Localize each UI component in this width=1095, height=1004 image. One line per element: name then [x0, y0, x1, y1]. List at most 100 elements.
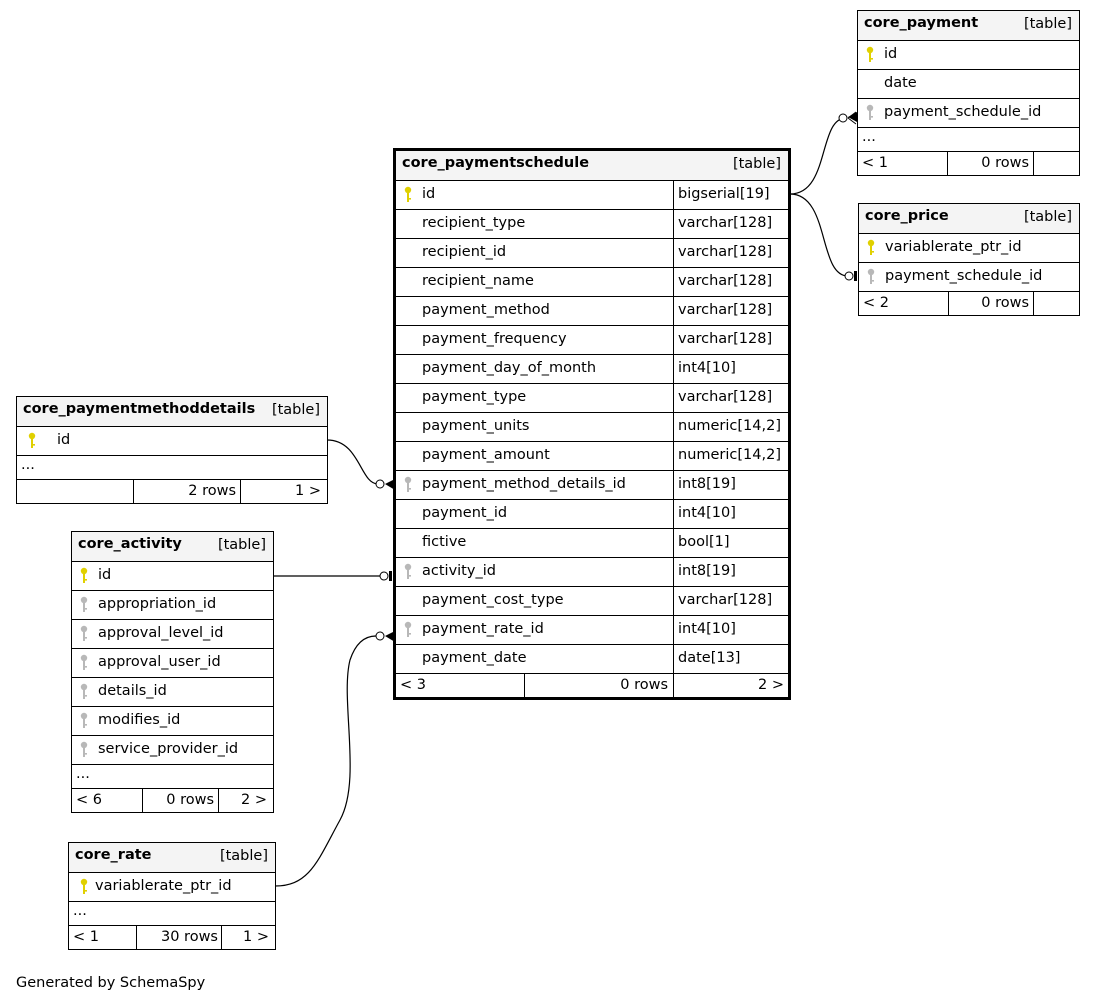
- column-name: details_id: [98, 683, 167, 699]
- children-count[interactable]: 1 >: [295, 483, 321, 499]
- column-name: payment_schedule_id: [884, 104, 1042, 120]
- relation-rate-to-schedule: [274, 635, 377, 887]
- foreign-key-icon: [866, 104, 874, 120]
- children-count[interactable]: 2 >: [241, 792, 267, 808]
- column-row: variablerate_ptr_id: [69, 872, 275, 901]
- table-core-price[interactable]: core_price [table] variablerate_ptr_id p…: [858, 203, 1080, 316]
- zero-or-many-marker: [375, 479, 385, 489]
- parents-count[interactable]: < 1: [73, 929, 99, 945]
- table-name[interactable]: core_payment: [864, 15, 979, 31]
- primary-key-icon: [404, 186, 412, 202]
- row-count: 0 rows: [166, 792, 214, 808]
- foreign-key-icon: [80, 625, 88, 641]
- column-name: payment_rate_id: [422, 621, 544, 637]
- column-type: varchar[128]: [678, 592, 773, 608]
- foreign-key-icon: [80, 683, 88, 699]
- table-name[interactable]: core_activity: [78, 536, 182, 552]
- table-name[interactable]: core_price: [865, 208, 949, 224]
- column-name: payment_units: [422, 418, 530, 434]
- primary-key-icon: [28, 432, 36, 448]
- zero-or-many-marker: [375, 631, 385, 641]
- column-row: id: [17, 426, 327, 455]
- more-columns: ...: [858, 127, 1079, 151]
- column-name: modifies_id: [98, 712, 181, 728]
- column-type: int4[10]: [678, 505, 736, 521]
- column-type: int4[10]: [678, 360, 736, 376]
- parents-count[interactable]: < 2: [863, 295, 889, 311]
- foreign-key-icon: [80, 596, 88, 612]
- column-name: payment_method: [422, 302, 550, 318]
- table-type: [table]: [1023, 16, 1072, 32]
- row-count: 0 rows: [981, 155, 1029, 171]
- table-header: core_paymentmethoddetails [table]: [17, 397, 327, 426]
- primary-key-icon: [80, 567, 88, 583]
- zero-or-one-marker: [844, 271, 854, 281]
- column-name: id: [422, 186, 436, 202]
- foreign-key-icon: [404, 563, 412, 579]
- column-row: date: [858, 69, 1079, 98]
- column-name: date: [884, 75, 917, 91]
- column-name: payment_date: [422, 650, 527, 666]
- column-name: approval_user_id: [98, 654, 221, 670]
- column-type: varchar[128]: [678, 331, 773, 347]
- row-count: 30 rows: [161, 929, 218, 945]
- table-type: [table]: [732, 156, 781, 172]
- row-count: 0 rows: [620, 677, 668, 693]
- table-name[interactable]: core_paymentmethoddetails: [23, 401, 256, 417]
- table-core-payment[interactable]: core_payment [table] id date payment_sch…: [857, 10, 1080, 176]
- column-row: payment_method varchar[128]: [396, 296, 788, 325]
- column-type: varchar[128]: [678, 302, 773, 318]
- column-row: id: [72, 561, 273, 590]
- table-core-rate[interactable]: core_rate [table] variablerate_ptr_id ..…: [68, 842, 276, 950]
- foreign-key-icon: [867, 268, 875, 284]
- table-name[interactable]: core_paymentschedule: [402, 155, 590, 171]
- column-name: payment_cost_type: [422, 592, 564, 608]
- column-row: modifies_id: [72, 706, 273, 735]
- children-count[interactable]: 2 >: [758, 677, 784, 693]
- foreign-key-icon: [404, 476, 412, 492]
- column-type: numeric[14,2]: [678, 418, 781, 434]
- column-name: service_provider_id: [98, 741, 239, 757]
- column-type: bigserial[19]: [678, 186, 770, 202]
- table-core-paymentmethoddetails[interactable]: core_paymentmethoddetails [table] id ...…: [16, 396, 328, 504]
- more-columns: ...: [17, 455, 327, 479]
- column-name: payment_day_of_month: [422, 360, 597, 376]
- column-row: service_provider_id: [72, 735, 273, 764]
- table-header: core_activity [table]: [72, 532, 273, 561]
- more-columns: ...: [69, 901, 275, 925]
- column-name: payment_amount: [422, 447, 550, 463]
- column-type: int8[19]: [678, 563, 736, 579]
- column-name: id: [98, 567, 112, 583]
- more-columns: ...: [72, 764, 273, 788]
- row-count: 0 rows: [981, 295, 1029, 311]
- parents-count[interactable]: < 3: [400, 677, 426, 693]
- table-core-paymentschedule[interactable]: core_paymentschedule [table] id bigserial…: [393, 148, 791, 700]
- children-count[interactable]: 1 >: [243, 929, 269, 945]
- table-footer: < 1 30 rows 1 >: [69, 925, 275, 949]
- parents-count[interactable]: < 6: [76, 792, 102, 808]
- table-type: [table]: [271, 402, 320, 418]
- table-name[interactable]: core_rate: [75, 847, 152, 863]
- table-header: core_price [table]: [859, 204, 1079, 233]
- column-name: recipient_id: [422, 244, 507, 260]
- parents-count[interactable]: < 1: [862, 155, 888, 171]
- table-footer: < 3 0 rows 2 >: [396, 673, 788, 697]
- column-name: recipient_type: [422, 215, 526, 231]
- column-row: id: [858, 40, 1079, 69]
- column-row: payment_cost_type varchar[128]: [396, 586, 788, 615]
- table-header: core_paymentschedule [table]: [396, 151, 788, 180]
- relation-methoddetails-to-schedule: [326, 439, 379, 485]
- column-type: int8[19]: [678, 476, 736, 492]
- relation-payment-schedule-to-payment: [789, 117, 847, 195]
- primary-key-icon: [80, 878, 88, 894]
